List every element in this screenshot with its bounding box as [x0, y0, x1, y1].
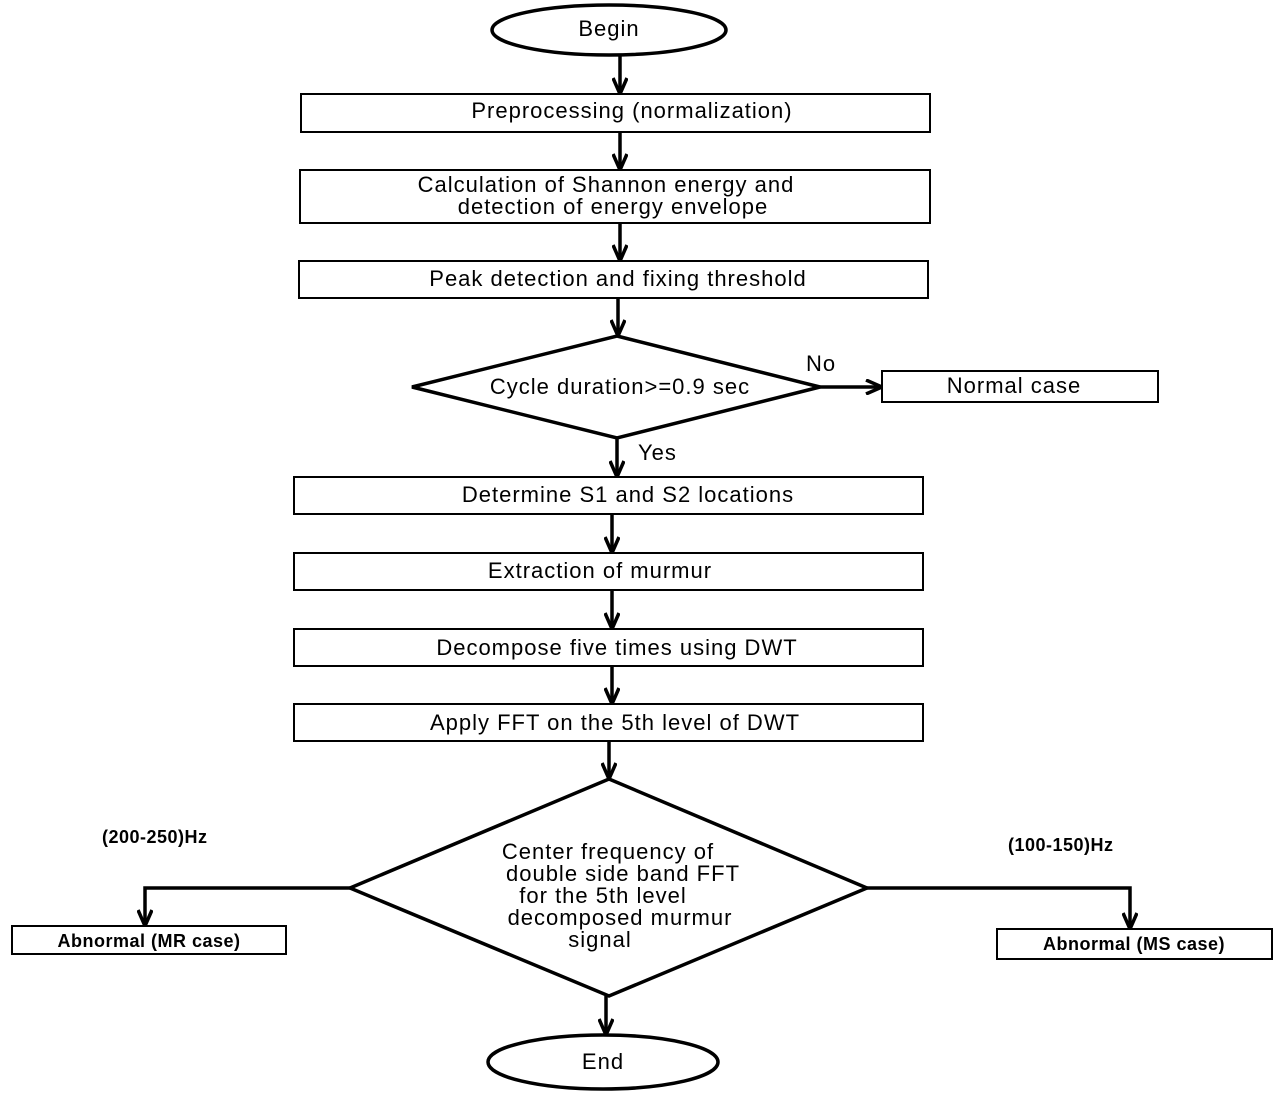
right-frequency-label: (100-150)Hz: [1008, 835, 1114, 855]
fft-label: Apply FFT on the 5th level of DWT: [430, 710, 800, 735]
shannon-energy-label-line1: Calculation of Shannon energy and: [418, 172, 795, 197]
begin-terminal: [490, 3, 728, 57]
dwt-box: [293, 628, 924, 667]
arrow-to-ms: [867, 886, 1130, 929]
left-frequency-label: (200-250)Hz: [102, 827, 208, 847]
s1-s2-box: [293, 476, 924, 515]
shannon-energy-box: [299, 169, 931, 224]
peak-detection-box: [298, 260, 929, 299]
normal-case-box: [881, 370, 1159, 403]
end-label: End: [582, 1049, 624, 1074]
center-frequency-label-line1: Center frequency of: [502, 839, 714, 864]
abnormal-mr-box: [11, 925, 287, 955]
center-frequency-label-line2: double side band FFT: [506, 861, 740, 886]
shannon-energy-label-line2: detection of energy envelope: [458, 194, 769, 219]
abnormal-ms-label: Abnormal (MS case): [1043, 934, 1225, 954]
dwt-label: Decompose five times using DWT: [436, 635, 797, 660]
no-label: No: [806, 351, 836, 376]
normal-case-label: Normal case: [947, 373, 1081, 398]
extraction-label: Extraction of murmur: [488, 558, 712, 583]
peak-detection-label: Peak detection and fixing threshold: [429, 266, 806, 291]
fft-box: [293, 703, 924, 742]
extraction-box: [293, 552, 924, 591]
center-frequency-decision: [345, 777, 872, 998]
arrow-to-mr: [145, 886, 350, 926]
center-frequency-label-line3: for the 5th level: [519, 883, 686, 908]
end-terminal: [486, 1033, 720, 1091]
s1-s2-label: Determine S1 and S2 locations: [462, 482, 794, 507]
begin-label: Begin: [578, 16, 639, 41]
center-frequency-label-line4: decomposed murmur: [508, 905, 733, 930]
preprocessing-box: [300, 93, 931, 133]
preprocessing-label: Preprocessing (normalization): [471, 98, 792, 123]
yes-label: Yes: [638, 440, 677, 465]
abnormal-ms-box: [996, 928, 1273, 960]
cycle-duration-label: Cycle duration>=0.9 sec: [490, 374, 750, 399]
center-frequency-label-line5: signal: [568, 927, 631, 952]
abnormal-mr-label: Abnormal (MR case): [57, 931, 240, 951]
